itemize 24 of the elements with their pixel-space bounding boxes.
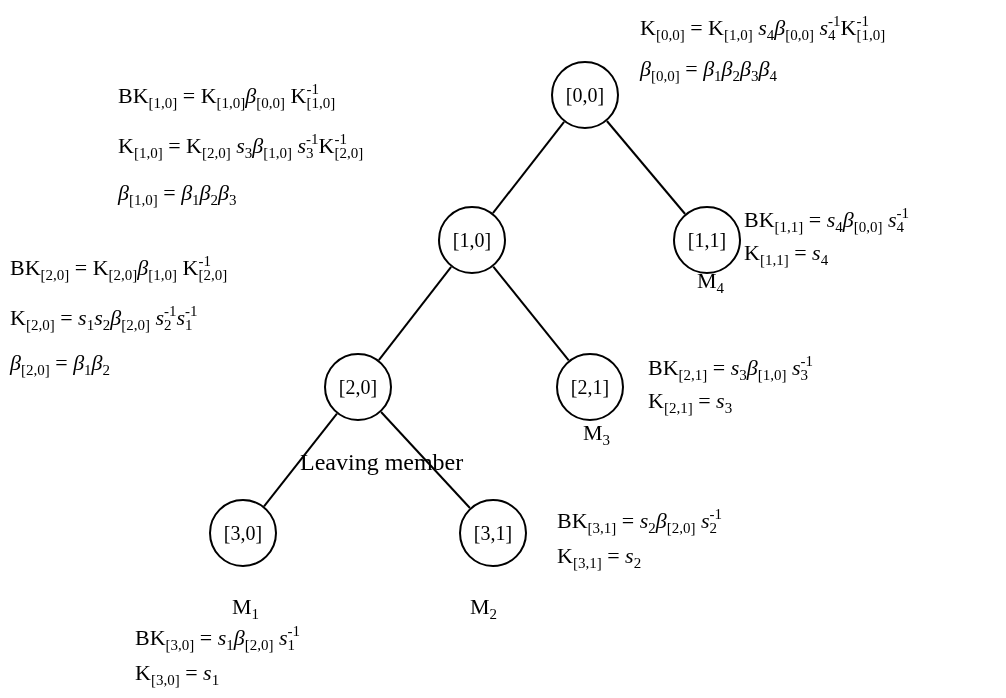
node-label: [1,1]	[687, 228, 727, 252]
member-label: M$_{2}$	[470, 594, 498, 623]
key-equation: K$_{[1,1]}$ = s$_{4}$	[744, 240, 829, 269]
node-label: [2,1]	[570, 375, 610, 399]
key-equation: β$_{[0,0]}$ = β$_{1}$β$_{2}$β$_{3}$β$_{4}$	[640, 56, 777, 85]
key-equation: β$_{[1,0]}$ = β$_{1}$β$_{2}$β$_{3}$	[118, 180, 237, 209]
node-label: [1,0]	[452, 228, 492, 252]
tree-edge	[263, 412, 338, 508]
key-equation: β$_{[2,0]}$ = β$_{1}$β$_{2}$	[10, 350, 111, 379]
node-label: [2,0]	[338, 375, 378, 399]
node-label: [3,1]	[473, 521, 513, 545]
key-equation: K$_{[3,1]}$ = s$_{2}$	[557, 543, 642, 572]
key-equation: K$_{[2,1]}$ = s$_{3}$	[648, 388, 733, 417]
tree-edge	[491, 120, 566, 215]
member-label: M$_{1}$	[232, 594, 260, 623]
member-label: M$_{3}$	[583, 420, 611, 449]
key-equation: K$_{[3,0]}$ = s$_{1}$	[135, 660, 220, 689]
tree-edge	[377, 265, 453, 362]
node-label: [0,0]	[565, 83, 605, 107]
tree-edge	[492, 265, 570, 362]
member-label: M$_{4}$	[697, 268, 725, 297]
node-label: [3,0]	[223, 521, 263, 545]
tree-edge	[605, 120, 687, 215]
tree-node-circle	[324, 353, 392, 421]
